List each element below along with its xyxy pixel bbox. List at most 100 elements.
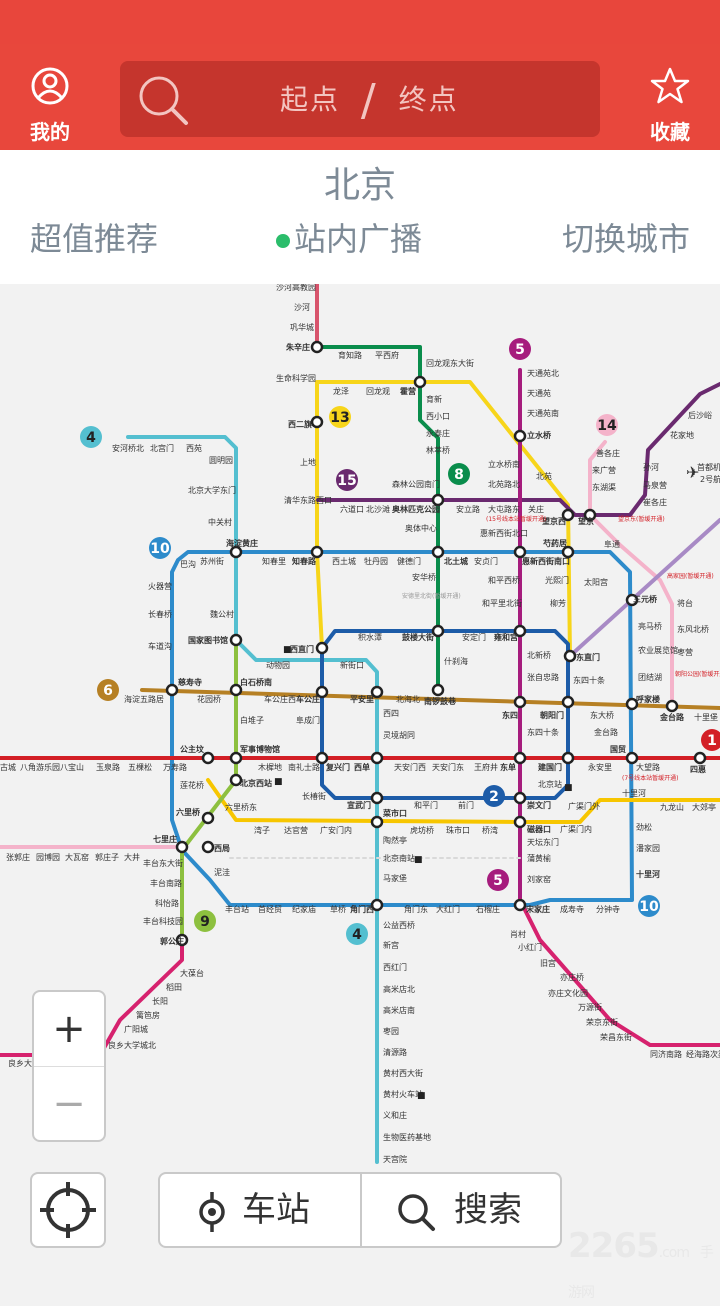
switch-city-tab[interactable]: 切换城市	[562, 220, 691, 258]
station-label[interactable]: 立水桥南	[488, 459, 520, 469]
station-label[interactable]: 旧宫	[540, 958, 556, 968]
station-label[interactable]: 湾子	[254, 825, 270, 835]
station-label[interactable]: 2号航站楼	[700, 474, 720, 484]
station-label[interactable]: 复兴门	[325, 762, 350, 772]
station-label[interactable]: 霍营	[400, 386, 416, 396]
station-label[interactable]: 郭庄子	[95, 852, 119, 862]
station-label[interactable]: 奥体中心	[405, 523, 437, 533]
station-label[interactable]: 天安门东	[432, 762, 464, 772]
station-label[interactable]: 光熙门	[545, 575, 569, 585]
station-label[interactable]: 圆明园	[209, 456, 233, 465]
station-marker[interactable]	[201, 751, 215, 765]
station-label[interactable]: 西直门	[290, 644, 314, 654]
station-label[interactable]: 广阳城	[124, 1024, 148, 1034]
station-label[interactable]: 首都机场	[697, 462, 720, 472]
station-label[interactable]: 永安里	[588, 762, 612, 772]
station-label[interactable]: 花家地	[670, 430, 694, 440]
station-label[interactable]: 西土城	[332, 556, 356, 566]
station-marker[interactable]	[370, 791, 384, 805]
station-label[interactable]: 达官营	[284, 825, 308, 835]
station-label[interactable]: 积水潭	[358, 632, 382, 642]
station-label[interactable]: 成寿寺	[560, 904, 584, 914]
station-label[interactable]: 三元桥	[633, 594, 658, 604]
station-label[interactable]: 火器营	[148, 581, 172, 591]
station-marker[interactable]	[513, 791, 527, 805]
station-marker[interactable]	[625, 697, 639, 711]
station-label[interactable]: 生命科学园	[276, 373, 316, 383]
station-marker[interactable]	[431, 624, 445, 638]
station-marker[interactable]	[513, 545, 527, 559]
station-label[interactable]: 八角游乐园	[20, 762, 60, 772]
station-label[interactable]: 阜成门	[296, 715, 320, 725]
station-label[interactable]: 海淀五路居	[124, 694, 164, 704]
station-label[interactable]: 长椿街	[302, 791, 326, 801]
station-marker[interactable]	[431, 493, 445, 507]
station-label[interactable]: 磁器口	[527, 824, 551, 834]
station-marker[interactable]	[370, 685, 384, 699]
station-label[interactable]: 育新	[426, 394, 442, 404]
station-label[interactable]: 黄村西大街	[383, 1068, 423, 1078]
station-label[interactable]: 角门西	[350, 904, 374, 914]
station-marker[interactable]	[310, 415, 324, 429]
station-label[interactable]: 龙泽	[333, 386, 349, 396]
station-label[interactable]: 稻田	[166, 982, 182, 992]
station-label[interactable]: 大红门	[436, 904, 460, 914]
station-label[interactable]: 西苑	[186, 443, 202, 453]
station-marker[interactable]	[625, 751, 639, 765]
station-label[interactable]: 车公庄	[296, 694, 320, 704]
station-label[interactable]: 军事博物馆	[240, 744, 280, 754]
station-label[interactable]: 东大桥	[590, 710, 614, 720]
station-label[interactable]: 回龙观东大街	[426, 358, 474, 368]
station-label[interactable]: 农业展览馆	[638, 645, 678, 655]
station-label[interactable]: 潘家园	[636, 843, 660, 853]
station-label[interactable]: 荣京东街	[586, 1017, 618, 1027]
station-label[interactable]: 巴沟	[180, 559, 196, 569]
station-label[interactable]: 公益西桥	[383, 920, 415, 930]
station-label[interactable]: 五棵松	[128, 762, 152, 772]
favorites-button[interactable]: 收藏	[638, 66, 702, 145]
station-label[interactable]: 东风北桥	[677, 624, 709, 634]
station-label[interactable]: 西红门	[383, 962, 407, 972]
station-label[interactable]: 北沙滩	[366, 504, 390, 514]
station-label[interactable]: 菜市口	[382, 808, 407, 818]
station-label[interactable]: 泥洼	[214, 867, 230, 877]
station-label[interactable]: 西局	[214, 844, 230, 853]
station-label[interactable]: 枣园	[383, 1026, 399, 1036]
station-label[interactable]: 篱笆房	[136, 1010, 160, 1020]
station-label[interactable]: 望京西	[542, 516, 566, 526]
station-label[interactable]: 天宫院	[383, 1154, 407, 1164]
station-label[interactable]: 丰台科技园	[143, 916, 183, 926]
station-marker[interactable]	[413, 375, 427, 389]
station-label[interactable]: 西二旗	[288, 419, 312, 429]
station-label[interactable]: 北宫门	[150, 443, 174, 453]
station-label[interactable]: 白堆子	[240, 715, 264, 725]
station-label[interactable]: 北京西站	[240, 778, 272, 788]
station-marker[interactable]	[561, 751, 575, 765]
station-label[interactable]: 东四十条	[527, 727, 559, 737]
station-label[interactable]: 蒲黄榆	[527, 853, 551, 863]
station-label[interactable]: 团结湖	[638, 672, 662, 682]
station-marker[interactable]	[310, 545, 324, 559]
station-label[interactable]: 牡丹园	[364, 556, 388, 566]
station-label[interactable]: 高米店南	[383, 1005, 415, 1015]
station-label[interactable]: 魏公村	[210, 609, 234, 619]
station-label[interactable]: 十里河	[636, 869, 660, 879]
station-marker[interactable]	[370, 751, 384, 765]
station-label[interactable]: 张自忠路	[527, 672, 559, 682]
station-label[interactable]: 广渠门外	[568, 801, 600, 811]
station-label[interactable]: 慈寿寺	[178, 677, 202, 687]
station-label[interactable]: 车道沟	[148, 641, 172, 651]
station-label[interactable]: 北新桥	[527, 650, 551, 660]
station-label[interactable]: 天安门西	[394, 762, 426, 772]
station-label[interactable]: 十里河	[622, 788, 646, 798]
station-label[interactable]: 天通苑南	[527, 408, 559, 418]
station-label[interactable]: 回龙观	[366, 386, 390, 396]
station-label[interactable]: 六道口	[340, 504, 364, 514]
station-label[interactable]: 宋家庄	[525, 904, 550, 914]
station-label[interactable]: 玉泉路	[96, 762, 120, 772]
station-label[interactable]: 东四十条	[573, 675, 605, 685]
station-label[interactable]: 荣昌东街	[600, 1032, 632, 1042]
station-marker[interactable]	[513, 898, 527, 912]
station-label[interactable]: 次渠	[710, 1049, 720, 1059]
station-marker[interactable]	[583, 508, 597, 522]
